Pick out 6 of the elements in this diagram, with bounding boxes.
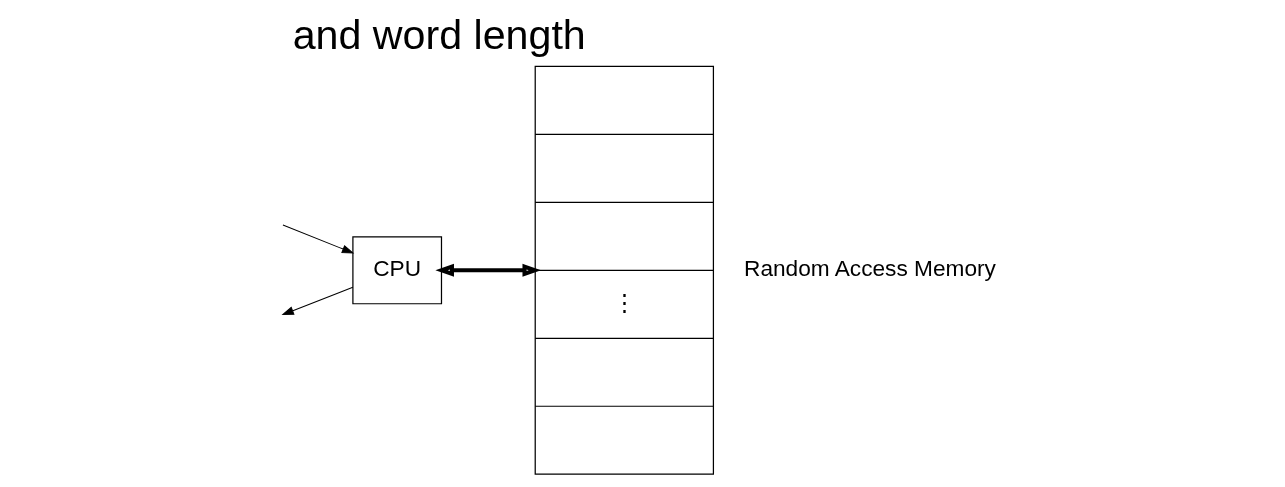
- node-box: CPU: [351, 236, 442, 305]
- diagram-title: and word length: [292, 12, 586, 59]
- node-label: Random Access Memory: [743, 255, 996, 282]
- arrow: [281, 286, 353, 316]
- arrow: [281, 224, 354, 254]
- arrow: [434, 263, 541, 277]
